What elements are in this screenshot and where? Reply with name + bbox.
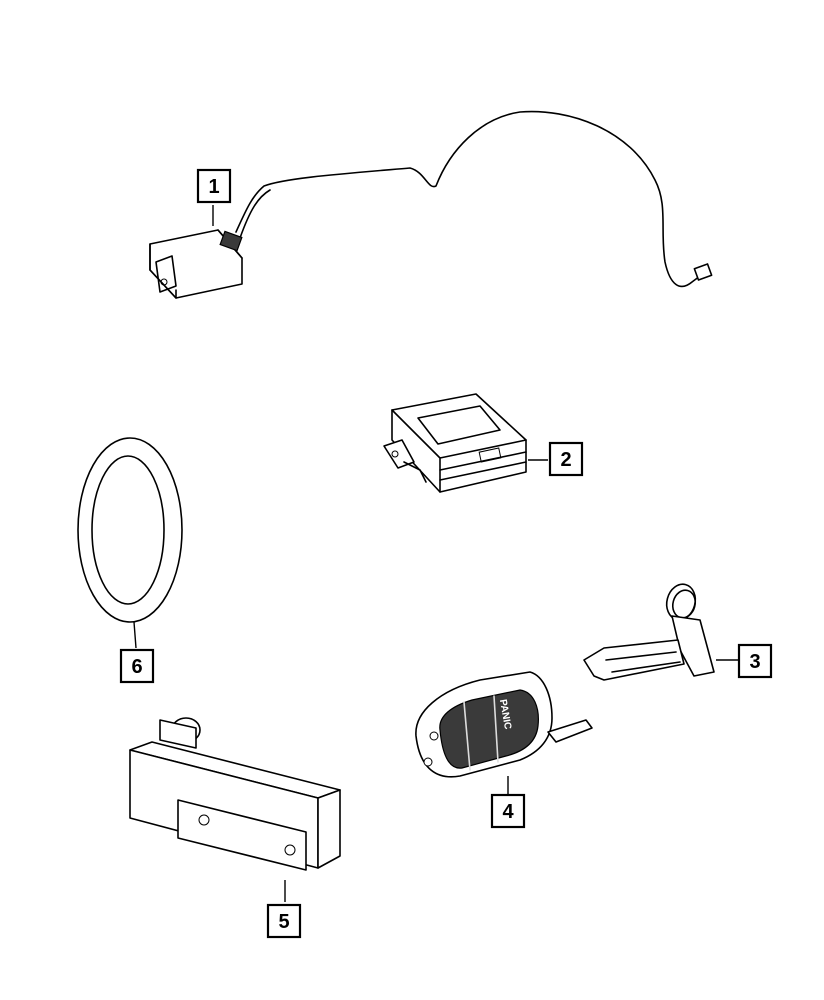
antenna-cable — [235, 110, 701, 288]
part-2-control-module — [383, 393, 548, 493]
callout-6-label: 6 — [131, 656, 142, 678]
callout-5-label: 5 — [278, 911, 289, 933]
fob-panic-text: PANIC — [497, 698, 513, 730]
callout-3-label: 3 — [749, 651, 760, 673]
part-5-bracket-receiver — [129, 717, 341, 902]
callout-5: 5 — [266, 903, 302, 939]
part-1-antenna-module — [149, 110, 713, 299]
antenna-connector — [693, 263, 713, 281]
callout-1: 1 — [196, 168, 232, 204]
part-3-mechanical-key — [583, 583, 738, 681]
part-6-ring-gasket — [77, 437, 183, 649]
callout-3: 3 — [737, 643, 773, 679]
callout-4-label: 4 — [502, 801, 514, 823]
callout-6: 6 — [119, 648, 155, 684]
callout-2: 2 — [548, 441, 584, 477]
callout-2-label: 2 — [560, 449, 571, 471]
callout-1-label: 1 — [208, 176, 219, 198]
callout-4: 4 — [490, 793, 526, 829]
part-4-key-fob: PANIC — [415, 671, 593, 794]
